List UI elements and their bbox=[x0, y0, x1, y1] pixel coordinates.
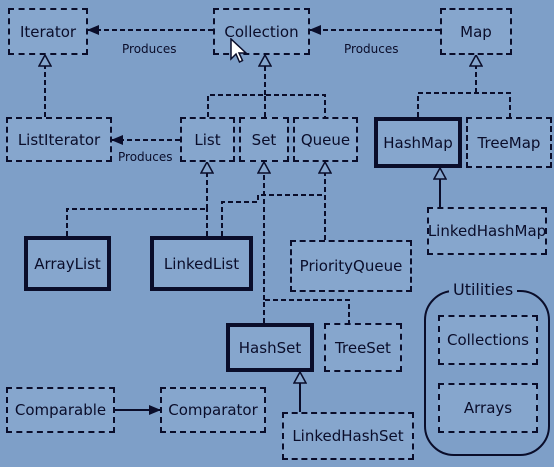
edge-lists-list bbox=[66, 162, 207, 236]
node-hashset: HashSet bbox=[226, 323, 314, 372]
node-collections: Collections bbox=[438, 315, 538, 365]
node-linkedhashset: LinkedHashSet bbox=[282, 412, 414, 460]
node-set: Set bbox=[239, 117, 289, 162]
node-comparable: Comparable bbox=[6, 387, 115, 433]
node-comparator: Comparator bbox=[160, 387, 266, 433]
mouse-pointer-icon bbox=[230, 38, 248, 64]
edge-subinterfaces-collection bbox=[207, 55, 326, 117]
node-listiterator: ListIterator bbox=[6, 117, 112, 162]
node-treeset: TreeSet bbox=[324, 323, 402, 372]
node-hashmap: HashMap bbox=[374, 117, 462, 168]
node-linkedhashmap: LinkedHashMap bbox=[427, 207, 547, 255]
edge-sets-set bbox=[264, 162, 350, 323]
edge-maps-map bbox=[417, 55, 511, 117]
produces-label-collection: Produces bbox=[344, 42, 399, 56]
produces-label-listiterator: Produces bbox=[118, 150, 173, 164]
node-linkedlist: LinkedList bbox=[150, 236, 253, 291]
node-treemap: TreeMap bbox=[466, 117, 552, 168]
produces-label-iterator: Produces bbox=[122, 42, 177, 56]
node-iterator: Iterator bbox=[8, 8, 88, 55]
node-queue: Queue bbox=[293, 117, 358, 162]
edge-linkedlist-queue bbox=[221, 194, 325, 236]
node-priorityqueue: PriorityQueue bbox=[290, 240, 412, 292]
node-map: Map bbox=[440, 8, 512, 55]
node-list: List bbox=[180, 117, 235, 162]
utilities-title: Utilities bbox=[449, 280, 518, 299]
node-arrays: Arrays bbox=[438, 383, 538, 433]
node-collection: Collection bbox=[213, 8, 310, 55]
node-arraylist: ArrayList bbox=[24, 236, 111, 291]
